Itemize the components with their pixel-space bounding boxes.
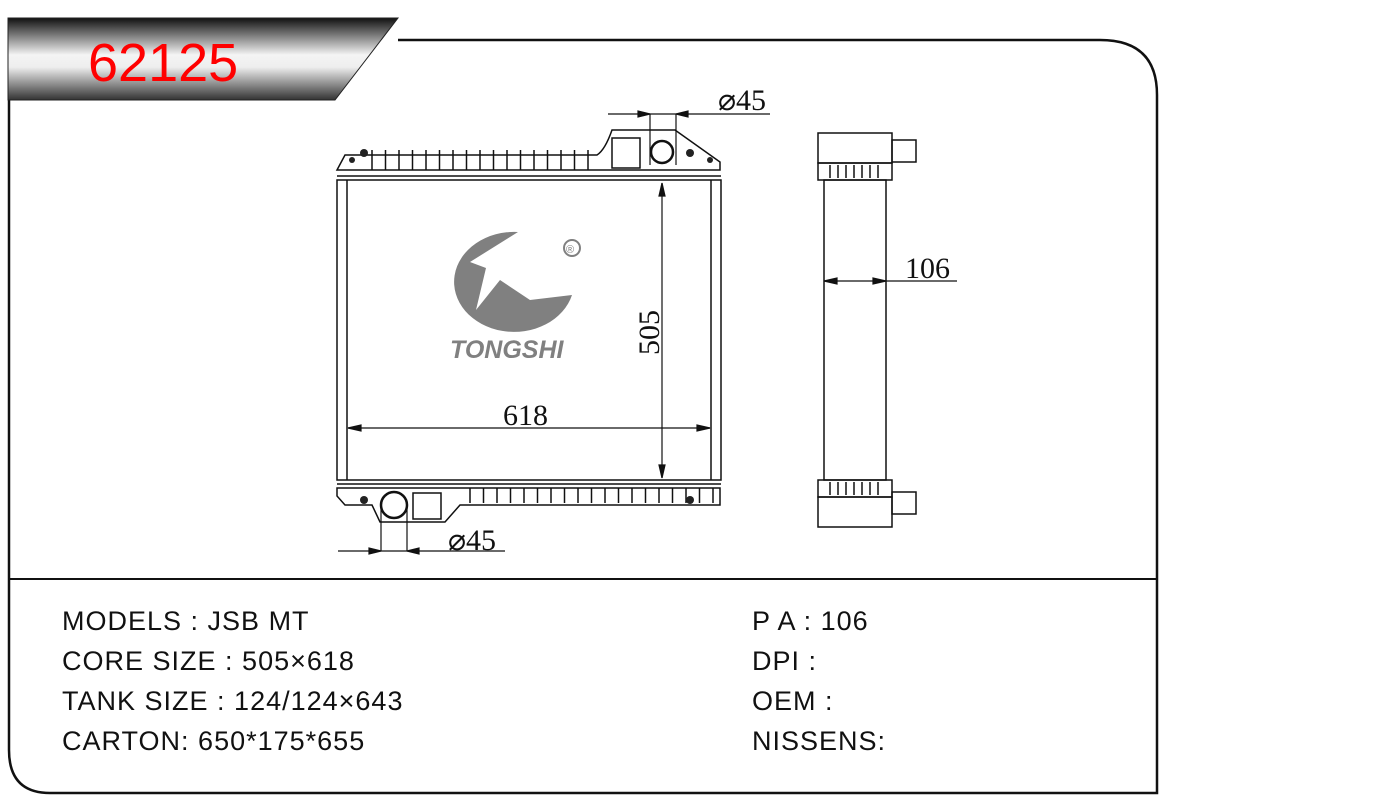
core-height-label: 505: [633, 310, 666, 355]
spec-carton: CARTON: 650*175*655: [62, 726, 366, 756]
inlet-diameter-label: ⌀45: [718, 84, 766, 117]
bolts: [349, 149, 713, 504]
tank-fins: [371, 150, 879, 503]
part-number: 62125: [88, 33, 238, 93]
tongshi-logo: ® TONGSHI: [450, 231, 581, 364]
core-width-label: 618: [503, 399, 548, 432]
dimension-lines: [338, 110, 957, 555]
spec-pa: P A : 106: [752, 606, 869, 636]
spec-dpi: DPI :: [752, 646, 826, 676]
spec-models: MODELS : JSB MT: [62, 606, 310, 636]
part-number-banner: [7, 17, 400, 101]
spec-tank-size: TANK SIZE : 124/124×643: [62, 686, 404, 716]
radiator-front-view: [335, 129, 722, 523]
radiator-side-view: [817, 132, 917, 528]
svg-text:®: ®: [566, 244, 574, 256]
depth-label: 106: [905, 252, 950, 285]
spec-oem: OEM :: [752, 686, 843, 716]
frame-border: [7, 20, 1159, 795]
spec-core-size: CORE SIZE : 505×618: [62, 646, 355, 676]
outlet-diameter-label: ⌀45: [448, 524, 496, 557]
svg-text:TONGSHI: TONGSHI: [450, 336, 564, 364]
spec-nissens: NISSENS:: [752, 726, 887, 756]
